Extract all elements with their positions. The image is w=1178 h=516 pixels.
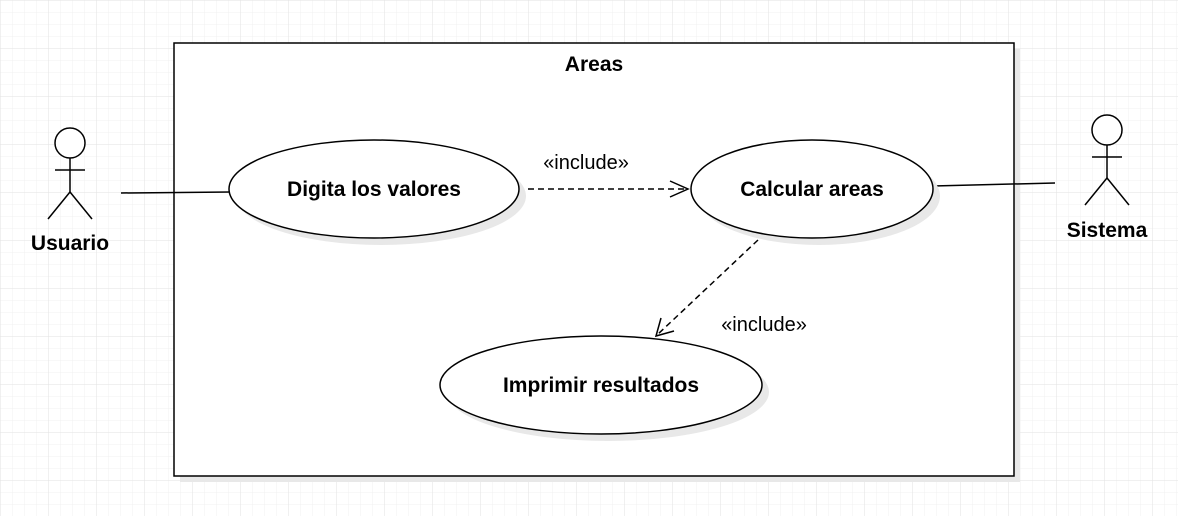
stick-figure-icon — [1084, 114, 1130, 206]
include-line — [655, 239, 759, 337]
include-calcular-imprimir[interactable] — [654, 239, 759, 338]
use-case-ellipse — [228, 139, 520, 239]
actor-label: Usuario — [31, 232, 109, 255]
use-case-label: Imprimir resultados — [503, 374, 699, 397]
actor-usuario[interactable]: Usuario — [31, 127, 109, 255]
use-case-ellipse — [690, 139, 934, 239]
include-label-2: «include» — [721, 314, 807, 336]
actor-sistema[interactable]: Sistema — [1067, 114, 1148, 242]
association-sistema-calcular[interactable] — [932, 182, 1056, 187]
association-usuario-digita[interactable] — [120, 191, 232, 194]
arrowhead-open — [654, 317, 675, 338]
use-case-label: Calcular areas — [740, 178, 884, 201]
system-boundary-title: Areas — [565, 53, 623, 76]
include-label-1: «include» — [543, 152, 629, 174]
use-case-label: Digita los valores — [287, 178, 461, 201]
stick-figure-icon — [47, 127, 93, 220]
arrowhead-open — [669, 180, 690, 198]
use-case-digita-los-valores[interactable]: Digita los valores — [228, 139, 526, 245]
actor-label: Sistema — [1067, 219, 1148, 242]
include-digita-calcular[interactable] — [518, 180, 690, 198]
use-case-calcular-areas[interactable]: Calcular areas — [690, 139, 940, 245]
use-case-ellipse — [439, 335, 763, 435]
use-case-imprimir-resultados[interactable]: Imprimir resultados — [439, 335, 769, 441]
system-boundary[interactable]: Areas — [173, 42, 1020, 482]
